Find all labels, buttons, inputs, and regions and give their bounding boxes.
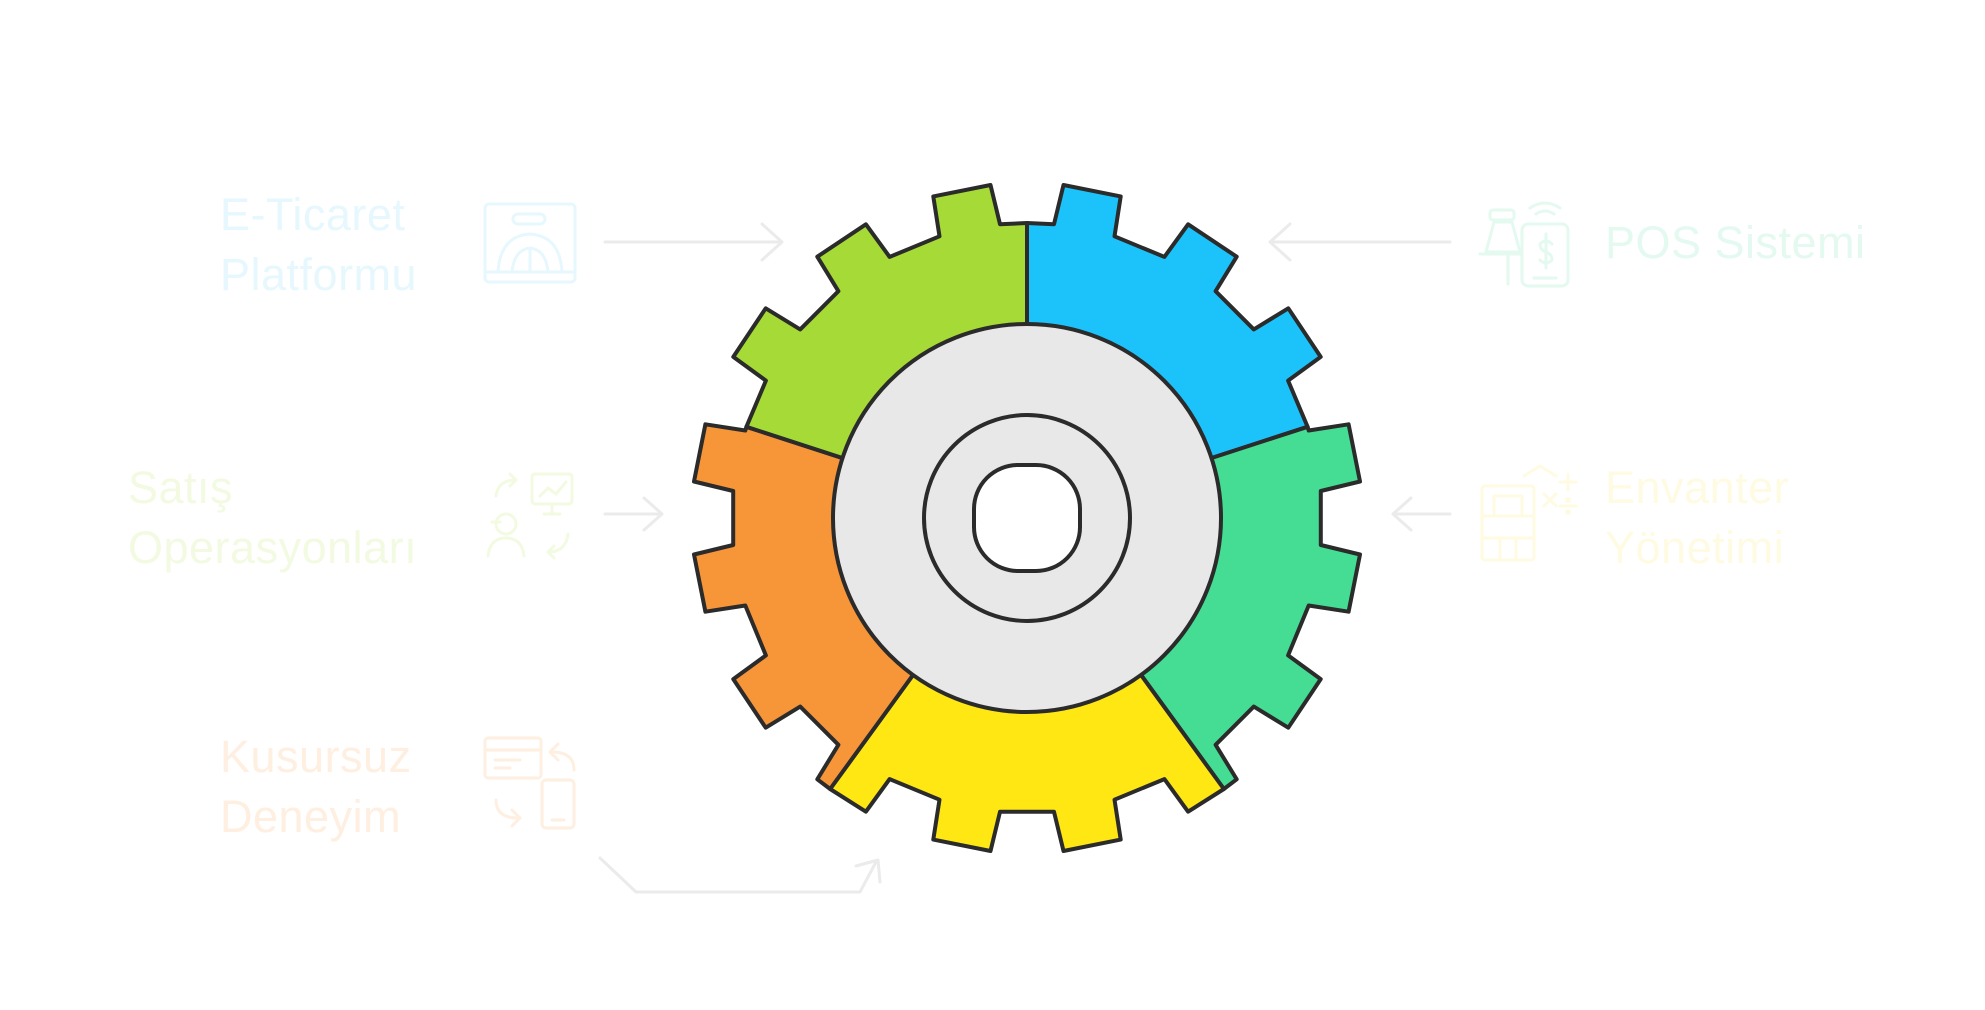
pos-terminal-icon [1478,201,1570,288]
label-envanter: Envanter Yönetimi [1605,458,1789,578]
arrow-kusursuz [598,856,882,894]
arrow-pos [1268,222,1452,262]
label-pos: POS Sistemi [1605,213,1866,273]
label-satis: Satış Operasyonları [128,458,417,578]
label-e-ticaret-line1: E-Ticaret [220,189,406,240]
arrow-e-ticaret [603,222,784,262]
label-e-ticaret: E-Ticaret Platformu [220,185,417,305]
label-envanter-line2: Yönetimi [1605,522,1785,573]
gear-center-hole [972,463,1082,573]
label-satis-line2: Operasyonları [128,522,418,573]
inventory-icon [1480,464,1578,562]
label-kusursuz: Kusursuz Deneyim [220,727,412,847]
label-pos-line1: POS Sistemi [1605,217,1866,268]
label-e-ticaret-line2: Platformu [220,249,418,300]
label-kusursuz-line1: Kusursuz [220,731,412,782]
label-envanter-line1: Envanter [1605,462,1790,513]
label-kusursuz-line2: Deneyim [220,791,402,842]
laptop-store-icon [483,202,577,284]
arrow-envanter [1391,496,1452,532]
cross-device-icon [483,736,576,830]
label-satis-line1: Satış [128,462,234,513]
arrow-satis [603,496,664,532]
sales-operations-icon [486,472,574,560]
